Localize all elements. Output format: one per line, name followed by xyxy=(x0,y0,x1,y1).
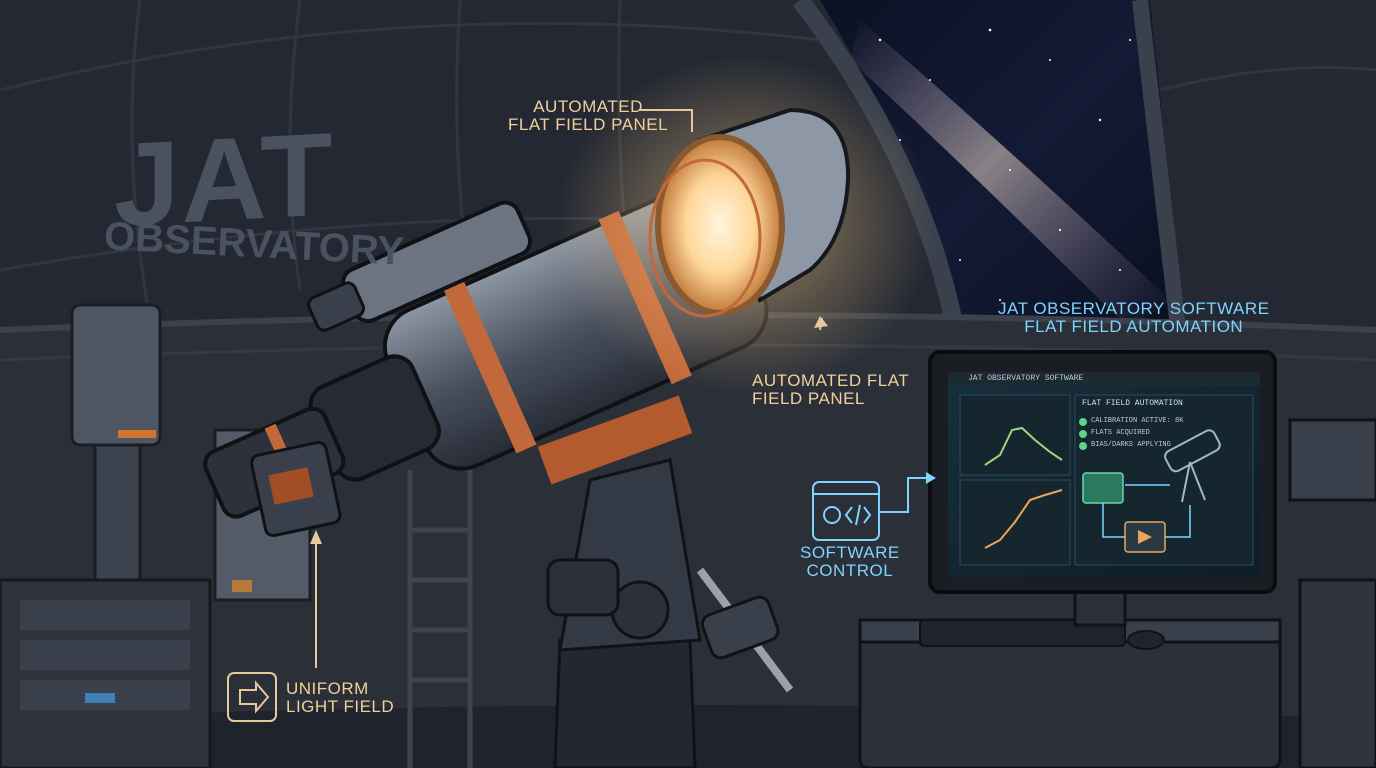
monitor-status-item: FLATS ACQUIRED xyxy=(1091,429,1150,437)
flat-panel-label-top-line2: FLAT FIELD PANEL xyxy=(508,115,669,135)
monitor-chart-top xyxy=(984,426,1063,466)
monitor-status-item: CALIBRATION ACTIVE: 8K xyxy=(1091,417,1184,425)
monitor-status-item: BIAS/DARKS APPLYING xyxy=(1091,441,1171,449)
monitor-chart-bottom xyxy=(984,489,1063,549)
flat-panel-label-mid-line1: AUTOMATED FLAT xyxy=(752,371,910,390)
uniform-light-label-line2: LIGHT FIELD xyxy=(286,697,395,717)
software-control-label-line2: CONTROL xyxy=(806,561,894,581)
uniform-light-label-line1: UNIFORM xyxy=(286,679,369,698)
monitor-window-title: JAT OBSERVATORY SOFTWARE xyxy=(968,374,1084,383)
computer-desk xyxy=(858,418,1376,768)
software-title-label: JAT OBSERVATORY SOFTWARE FLAT FIELD AUTO… xyxy=(998,299,1270,337)
monitor-panel-title: FLAT FIELD AUTOMATION xyxy=(1082,399,1183,408)
dome-slit xyxy=(792,0,1188,357)
uniform-light-label: UNIFORM LIGHT FIELD xyxy=(286,679,395,717)
flat-panel-label-mid-line2: FIELD PANEL xyxy=(752,389,865,409)
software-control-label: SOFTWARE CONTROL xyxy=(800,543,900,581)
software-title-label-line2: FLAT FIELD AUTOMATION xyxy=(1024,317,1244,337)
flat-panel-label-top: AUTOMATED FLAT FIELD PANEL xyxy=(508,97,669,135)
monitor xyxy=(928,350,1277,594)
software-title-label-line1: JAT OBSERVATORY SOFTWARE xyxy=(998,299,1270,318)
flat-field-panel xyxy=(555,55,935,395)
arrow-right-icon xyxy=(227,672,277,722)
flat-panel-label-mid: AUTOMATED FLAT FIELD PANEL xyxy=(752,371,910,409)
software-control-label-line1: SOFTWARE xyxy=(800,543,900,562)
telescope-mount xyxy=(546,458,794,768)
flat-panel-label-top-line1: AUTOMATED xyxy=(533,97,643,116)
code-gear-icon xyxy=(812,481,880,541)
ladder xyxy=(407,470,473,768)
